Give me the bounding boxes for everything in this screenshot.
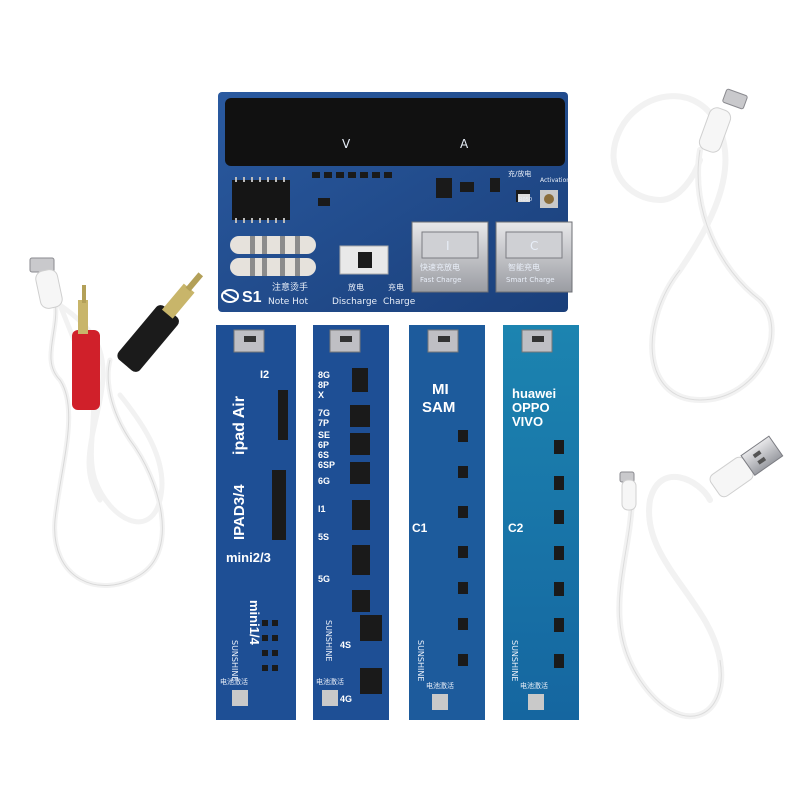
strip3-brand: SUNSHINE <box>416 640 425 681</box>
usb-port-smart-charge[interactable]: C 智能充电 Smart Charge <box>495 221 573 293</box>
strip2-label-x: X <box>318 390 324 400</box>
discharge-charge-switch[interactable] <box>339 245 389 275</box>
strip2-label-5g: 5G <box>318 574 330 584</box>
strip1-brand: SUNSHINE <box>230 640 239 681</box>
port1-en: Fast Charge <box>420 276 461 284</box>
strip2-label-7g: 7G <box>318 408 330 418</box>
adapter-strip-huawei-oppo-vivo: huawei OPPO VIVO C2 SUNSHINE 电池激活 <box>503 325 579 720</box>
ic-chip <box>232 180 290 220</box>
strip1-label-mini14: mini1/4 <box>247 600 262 646</box>
black-banana-plug <box>117 272 204 372</box>
discharge-en: Discharge <box>332 297 378 307</box>
strip2-label-6p: 6P <box>318 440 329 450</box>
voltage-current-meter <box>225 98 565 166</box>
strip4-label-vivo: VIVO <box>512 414 543 429</box>
board-model: S1 <box>242 289 262 306</box>
adapter-strip-ipad: I2 ipad Air IPAD3/4 mini2/3 mini1/4 SUNS… <box>216 325 296 720</box>
charge-discharge-cn-label: 充/放电 <box>508 169 531 178</box>
activation-label: Activation <box>540 177 570 184</box>
port2-letter: C <box>530 239 538 253</box>
strip4-activate-cn: 电池激活 <box>520 681 548 690</box>
strip2-label-6s: 6S <box>318 450 329 460</box>
micro-usb-cable <box>610 88 775 404</box>
charge-cn: 充电 <box>388 282 404 292</box>
banana-plug-cable <box>29 257 204 588</box>
red-banana-plug <box>72 285 100 410</box>
strip4-label-c2: C2 <box>508 521 524 535</box>
strip4-brand: SUNSHINE <box>510 640 519 681</box>
strip2-label-6g: 6G <box>318 476 330 486</box>
strip3-label-c1: C1 <box>412 521 428 535</box>
strip2-activate-cn: 电池激活 <box>316 677 344 686</box>
meter-letter-a: A <box>460 137 469 151</box>
adapter-strip-iphone: 8G 8P X 7G 7P SE 6P 6S 6SP 6G I1 5S 5G 4… <box>313 325 389 720</box>
strip3-label-sam: SAM <box>422 399 455 416</box>
strip2-label-8g: 8G <box>318 370 330 380</box>
port2-cn: 智能充电 <box>508 262 540 272</box>
adapter-strip-mi-sam: MI SAM C1 SUNSHINE 电池激活 <box>409 325 485 720</box>
usb-a-to-micro-usb-cable <box>616 435 784 720</box>
port2-en: Smart Charge <box>506 276 555 284</box>
charge-en: Charge <box>383 297 416 307</box>
strip2-label-i1: I1 <box>318 504 326 514</box>
strip1-label-i2: I2 <box>260 369 269 381</box>
strip2-label-7p: 7P <box>318 418 329 428</box>
strip3-activate-cn: 电池激活 <box>426 681 454 690</box>
strip2-label-5s: 5S <box>318 532 329 542</box>
strip2-brand: SUNSHINE <box>324 620 333 661</box>
meter-letter-v: V <box>342 137 351 151</box>
port1-cn: 快速充放电 <box>420 262 460 272</box>
strip2-label-8p: 8P <box>318 380 329 390</box>
power-resistors <box>230 236 316 276</box>
strip4-label-huawei: huawei <box>512 386 556 401</box>
main-board: V A R050 Activation 充/放电 <box>218 92 573 312</box>
strip2-label-se: SE <box>318 430 330 440</box>
strip4-activate-button[interactable] <box>528 694 544 710</box>
strip1-activate-cn: 电池激活 <box>220 677 248 686</box>
note-cn: 注意烫手 <box>272 281 308 293</box>
micro-usb-head <box>29 257 63 309</box>
note-en: Note Hot <box>268 297 308 307</box>
strip2-label-6sp: 6SP <box>318 460 335 470</box>
strip1-activate-button[interactable] <box>232 690 248 706</box>
strip4-label-oppo: OPPO <box>512 400 550 415</box>
discharge-cn: 放电 <box>348 282 364 292</box>
resistor-code: R050 <box>519 197 532 203</box>
sunshine-logo <box>221 289 239 303</box>
strip3-label-mi: MI <box>432 381 449 398</box>
strip2-activate-button[interactable] <box>322 690 338 706</box>
strip2-label-4g: 4G <box>340 694 352 704</box>
usb-port-fast-charge[interactable]: I 快速充放电 Fast Charge <box>411 221 489 293</box>
strip1-label-ipad-air: ipad Air <box>231 396 248 455</box>
port1-letter: I <box>446 239 450 253</box>
strip1-label-mini23: mini2/3 <box>226 550 271 565</box>
strip3-activate-button[interactable] <box>432 694 448 710</box>
strip2-label-4s: 4S <box>340 640 351 650</box>
strip1-label-ipad34: IPAD3/4 <box>231 484 248 540</box>
